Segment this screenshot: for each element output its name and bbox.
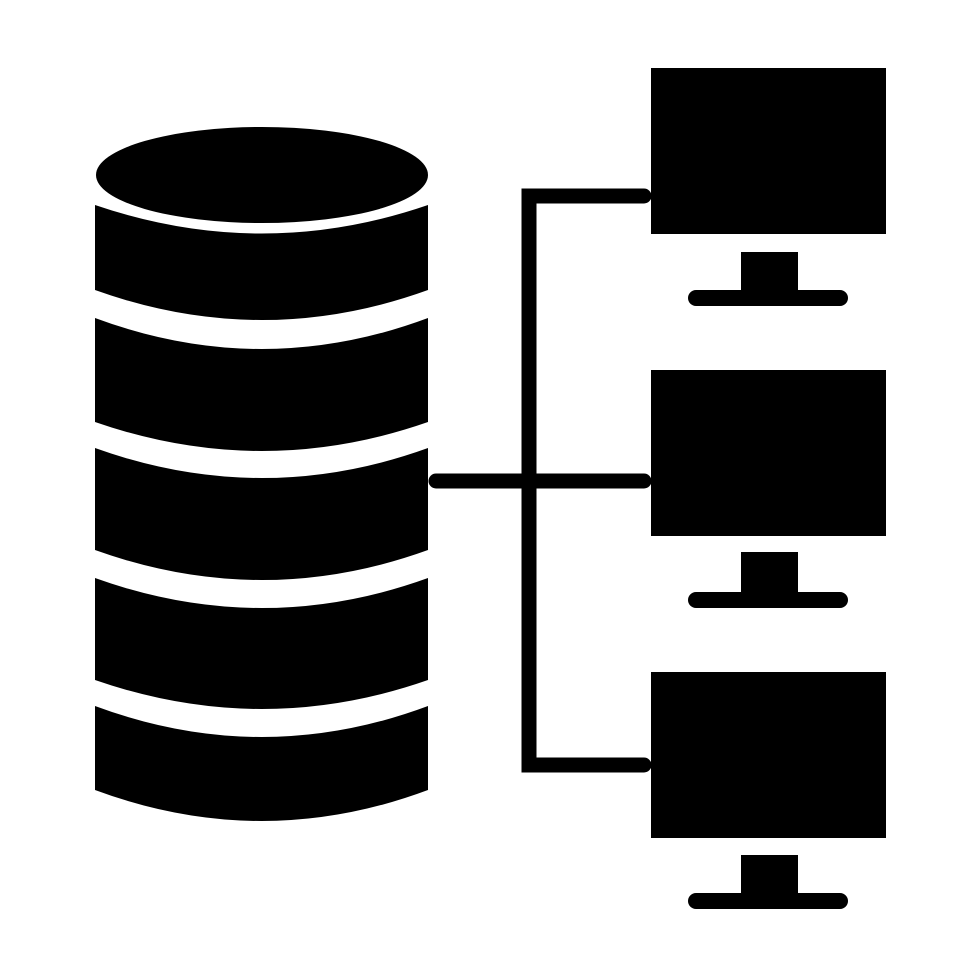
database-segment-1 bbox=[95, 205, 428, 320]
monitor-1-neck bbox=[741, 252, 798, 292]
monitor-2-screen bbox=[651, 370, 886, 536]
database-top-cap bbox=[96, 127, 428, 223]
monitor-icon-1 bbox=[651, 68, 886, 306]
database-icon bbox=[95, 127, 428, 821]
monitor-3-neck bbox=[741, 855, 798, 895]
database-segment-2 bbox=[95, 318, 428, 451]
database-segment-5 bbox=[95, 706, 428, 821]
monitor-1-screen bbox=[651, 68, 886, 234]
connector-bus bbox=[521, 188, 652, 773]
monitor-2-base bbox=[688, 592, 848, 608]
network-connectors bbox=[428, 188, 652, 773]
monitor-3-base bbox=[688, 893, 848, 909]
monitor-1-base bbox=[688, 290, 848, 306]
database-segment-4 bbox=[95, 578, 428, 709]
monitor-icon-2 bbox=[651, 370, 886, 608]
monitor-icon-3 bbox=[651, 672, 886, 909]
database-segment-3 bbox=[95, 448, 428, 580]
monitor-2-neck bbox=[741, 552, 798, 592]
monitor-3-screen bbox=[651, 672, 886, 838]
